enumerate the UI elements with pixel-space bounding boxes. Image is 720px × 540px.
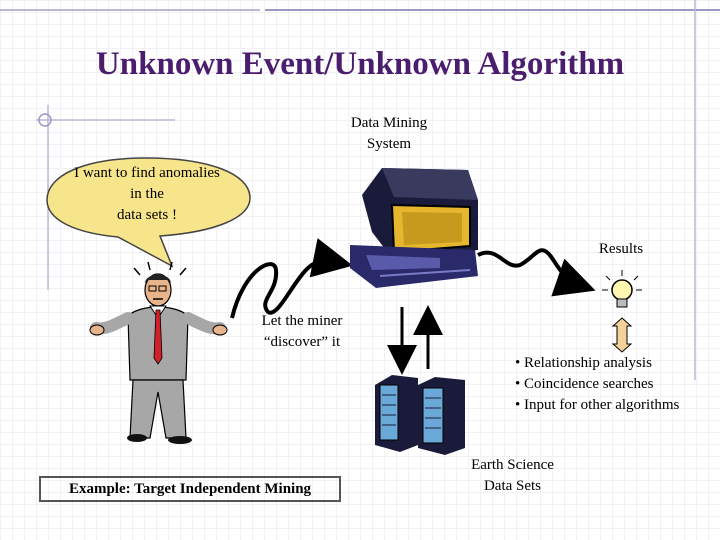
list-item: • Relationship analysis — [515, 355, 652, 371]
bubble-line-1: I want to find anomalies — [74, 165, 220, 181]
page-title: Unknown Event/Unknown Algorithm — [95, 46, 625, 82]
bubble-line-2: in the — [130, 186, 164, 202]
double-arrow-icon — [611, 317, 633, 353]
speech-bubble-text: I want to find anomalies in the data set… — [52, 163, 242, 226]
bubble-line-3: data sets ! — [117, 207, 177, 223]
results-list: • Relationship analysis • Coincidence se… — [515, 353, 679, 416]
list-item: • Input for other algorithms — [515, 397, 680, 413]
earth-science-label: Earth Science Data Sets — [471, 457, 554, 494]
output-arrow — [477, 248, 596, 297]
list-item: • Coincidence searches — [515, 376, 654, 392]
results-label: Results — [598, 241, 644, 257]
miner-label: Let the miner “discover” it — [261, 313, 343, 350]
example-box: Example: Target Independent Mining — [39, 476, 341, 502]
system-label: Data Mining System — [350, 115, 428, 152]
input-arrow — [230, 238, 353, 319]
